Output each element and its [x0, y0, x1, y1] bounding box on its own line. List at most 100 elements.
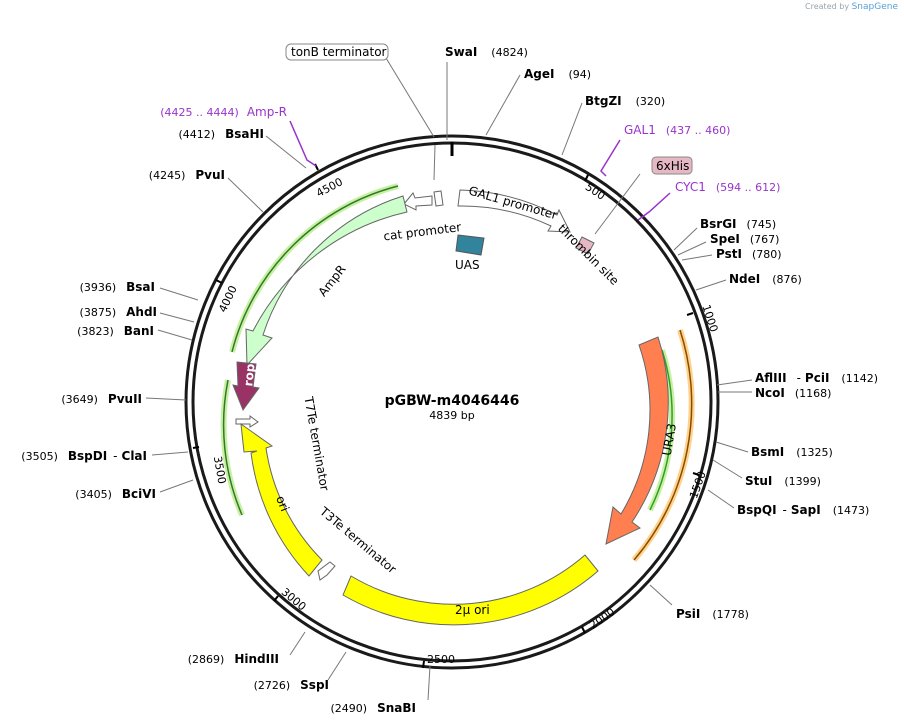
site-pos: (2869) [188, 653, 225, 666]
plasmid-name: pGBW-m4046446 [385, 393, 520, 409]
site-label-stui: StuI (1399) [745, 474, 821, 488]
uas-label: UAS [455, 258, 480, 272]
tick-label-2000: 2000 [587, 605, 617, 632]
credit-brand: SnapGene [851, 2, 898, 12]
site-pos: (94) [568, 68, 591, 81]
site-label-bsai: (3936) BsaI [80, 280, 155, 294]
site-label-snabi: (2490)SnaBI [331, 701, 416, 715]
primer-range: (4425 .. 4444) [160, 106, 239, 119]
his-label: 6xHis [656, 159, 689, 173]
site-pos: (3405) [75, 488, 112, 501]
site-label-bsmi: BsmI (1325) [751, 445, 833, 459]
site-label-ahdi: (3875) AhdI [80, 305, 157, 319]
site-name: StuI [745, 474, 772, 488]
his-label-box [651, 156, 693, 175]
primer-range: (594 .. 612) [716, 181, 781, 194]
site-pos: (780) [752, 248, 782, 261]
site-label-psii: PsiI(1778) [676, 607, 749, 621]
site-name-2: ClaI [122, 449, 147, 463]
site-name: SwaI [445, 45, 477, 59]
site-name: BtgZI [585, 94, 622, 108]
site-label-bcivi: (3405) BciVI [75, 487, 156, 501]
rop-arrow [232, 361, 260, 412]
site-name: BsrGI [700, 217, 737, 231]
cat-promoter-arrow [403, 192, 433, 211]
uas-block [455, 234, 485, 256]
site-label-ndei: NdeI(876) [729, 272, 802, 286]
site-name: AgeI [524, 67, 554, 81]
site-pos: (3505) [21, 450, 58, 463]
ura3-inner-orf-line-core [649, 349, 673, 511]
site-name: NdeI [729, 272, 760, 286]
ori-arrow [240, 422, 323, 577]
site-pos: (2726) [254, 679, 291, 692]
site-name: PvuII [108, 392, 142, 406]
thrombin-site-block [575, 236, 595, 255]
site-name: BanI [124, 324, 154, 338]
tonb-terminator-mark [433, 190, 444, 207]
site-label-pvui: (4245) PvuI [149, 168, 225, 182]
ori-label: ori [273, 494, 292, 514]
site-label-bani: (3823) BanI [77, 324, 154, 338]
site-labels-left: (2490)SnaBI (2726)SspI (2869)HindIII (34… [21, 127, 416, 715]
site-name: AhdI [126, 305, 157, 319]
site-name: BsaI [126, 280, 155, 294]
primer-label-amp-r: (4425 .. 4444) Amp-R [160, 105, 287, 119]
site-pos: (320) [636, 95, 666, 108]
site-label-btgzi: BtgZI (320) [585, 94, 665, 108]
cat-promoter-label: cat promoter [383, 220, 462, 243]
primer-name: Amp-R [247, 105, 287, 119]
site-pos: (4245) [149, 169, 186, 182]
site-pos: (3823) [77, 325, 114, 338]
tonb-label-box [285, 43, 389, 61]
credit-prefix: Created by [805, 2, 850, 11]
primer-label-gal1: GAL1 (437 .. 460) [624, 123, 730, 137]
site-pos: (3875) [80, 306, 117, 319]
site-name: PvuI [195, 168, 225, 182]
two-micron-ori-arc [342, 554, 599, 626]
site-labels-right: SwaI (4824) AgeI (94) BtgZI (320) BsrGI (745… [445, 45, 878, 621]
site-name: PstI [716, 247, 742, 261]
ura3-label: URA3 [660, 422, 679, 456]
site-pos: (3936) [80, 281, 117, 294]
primer-name: GAL1 [624, 123, 656, 137]
site-name: NcoI [755, 386, 785, 400]
site-pos: (1325) [796, 446, 833, 459]
site-name: SnaBI [377, 701, 416, 715]
ura3-orf-line-core [633, 329, 693, 561]
primer-name: CYC1 [675, 180, 706, 194]
ampr-orf-line-core [231, 185, 399, 353]
site-label-bsrgi: BsrGI (745) [700, 217, 776, 231]
site-label-pvuii: (3649)PvuII [61, 392, 142, 406]
primer-amp-r [289, 120, 317, 167]
site-label-spei: SpeI(767) [710, 232, 779, 246]
site-pos: (745) [747, 218, 777, 231]
site-name: BsmI [751, 445, 784, 459]
tonb-label: tonB terminator [291, 45, 387, 59]
site-name: HindIII [234, 652, 279, 666]
tick-label-2500: 2500 [427, 653, 455, 666]
site-name: SpeI [710, 232, 740, 246]
site-name: BciVI [122, 487, 156, 501]
site-name-2: PciI [805, 371, 830, 385]
site-name: BsaHI [225, 127, 264, 141]
backbone-outer [184, 134, 720, 670]
ampr-label: AmpR [315, 262, 348, 299]
site-label-afliii-pcii: AflIII-PciI(1142) [755, 371, 878, 385]
t7te-label: T7Te terminator [301, 395, 332, 492]
site-name: BspQI [737, 503, 777, 517]
site-pos: (1142) [841, 372, 878, 385]
snapgene-credit: Created by SnapGene [805, 2, 898, 12]
site-pos: (4824) [491, 46, 528, 59]
site-pos: (1399) [784, 475, 821, 488]
primer-range: (437 .. 460) [666, 124, 731, 137]
primer-gal1 [600, 139, 621, 177]
site-label-bspqi-sapi: BspQI-SapI(1473) [737, 503, 869, 517]
thrombin-label: thrombin site [555, 221, 622, 288]
site-label-swai: SwaI (4824) [445, 45, 528, 59]
rop-orf-line-core [222, 379, 243, 516]
site-pos: (1473) [833, 504, 870, 517]
primer-label-cyc1: CYC1 (594 .. 612) [675, 180, 780, 194]
site-label-bspdi-clai: (3505)BspDI-ClaI [21, 449, 147, 463]
